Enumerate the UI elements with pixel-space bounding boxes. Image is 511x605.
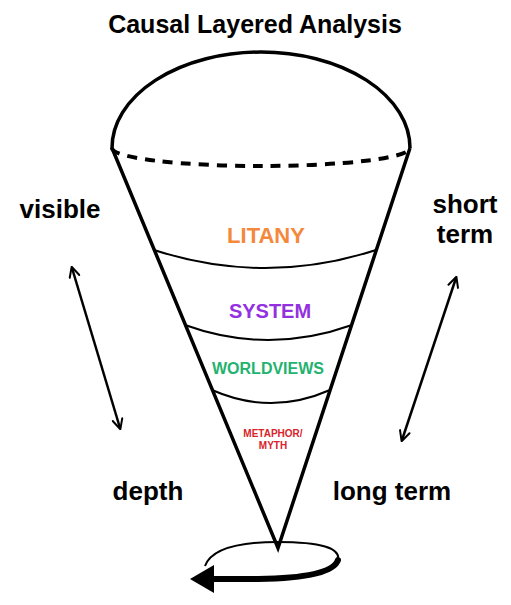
layer-label: WORLDVIEWS xyxy=(212,359,324,378)
layer-label: LITANY xyxy=(227,223,305,249)
rotation-arc xyxy=(205,542,338,566)
rotation-arrowhead xyxy=(190,565,214,593)
rotation-arc-front xyxy=(214,560,338,579)
layer-boundary xyxy=(212,390,330,403)
layer-label: SYSTEM xyxy=(229,299,311,323)
layer-label: METAPHOR/ MYTH xyxy=(243,428,302,452)
cone-layer: WORLDVIEWS xyxy=(210,358,326,379)
layer-boundary xyxy=(154,250,376,268)
double-arrow xyxy=(72,268,120,428)
cone-rim-dashed xyxy=(112,148,410,166)
axis-label: visible xyxy=(20,195,101,225)
double-arrow xyxy=(402,278,456,440)
diagram-title: Causal Layered Analysis xyxy=(108,10,402,39)
cone-layer: METAPHOR/ MYTH xyxy=(241,427,304,453)
cone-rim xyxy=(112,52,410,148)
axis-label: short term xyxy=(423,190,507,250)
axis-label: depth xyxy=(113,477,184,507)
axis-label: long term xyxy=(333,477,451,507)
layer-boundary xyxy=(185,325,352,340)
cone-layer: SYSTEM xyxy=(227,298,313,324)
cone-layer: LITANY xyxy=(225,222,307,250)
